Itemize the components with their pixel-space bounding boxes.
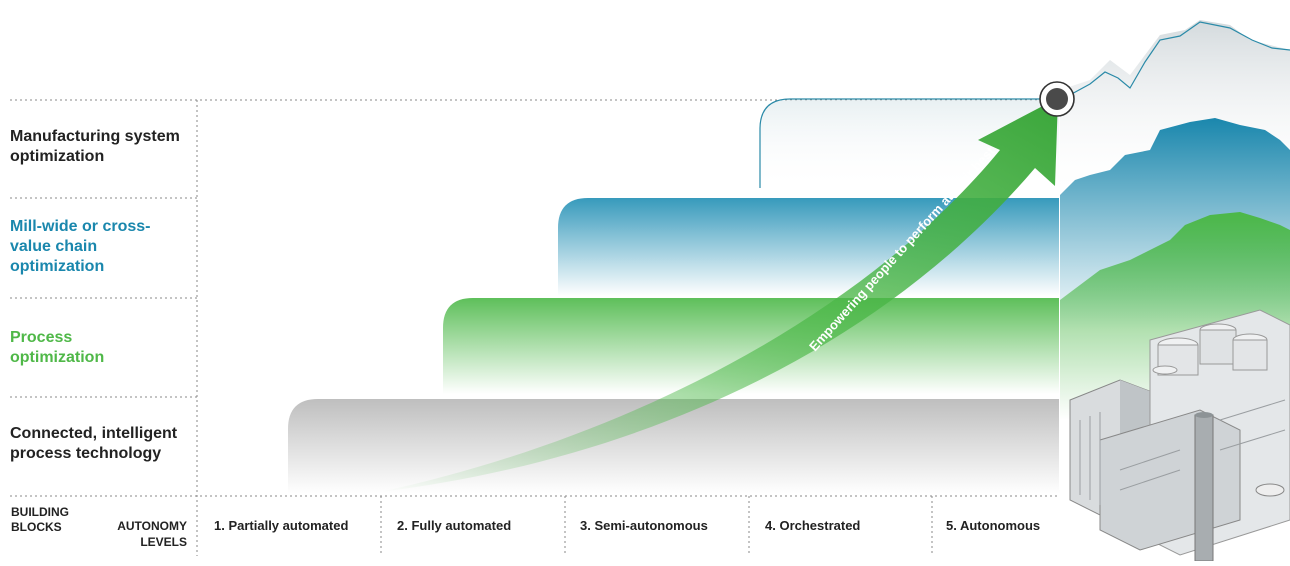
band-manufacturing-outline bbox=[759, 98, 1060, 188]
band-manufacturing-system bbox=[760, 100, 1060, 190]
autonomy-level-4: 4. Orchestrated bbox=[765, 518, 861, 533]
autonomy-level-1: 1. Partially automated bbox=[214, 518, 349, 533]
level-label-mill-wide: Mill-wide or cross-value chain optimizat… bbox=[10, 218, 151, 275]
autonomy-level-5: 5. Autonomous bbox=[946, 518, 1041, 533]
target-marker-icon bbox=[1039, 81, 1075, 117]
skyline-outline bbox=[1067, 21, 1290, 97]
empowering-arrow bbox=[380, 98, 1058, 492]
autonomy-level-2: 2. Fully automated bbox=[397, 518, 512, 533]
building-blocks-label: BUILDING BLOCKS bbox=[11, 505, 69, 534]
level-label-process: Process optimization bbox=[10, 329, 105, 366]
autonomy-level-3: 3. Semi-autonomous bbox=[580, 518, 708, 533]
level-label-connected-technology: Connected, intelligent process technolog… bbox=[10, 425, 178, 462]
level-label-manufacturing-system: Manufacturing system optimization bbox=[10, 128, 180, 165]
autonomy-levels-label: AUTONOMY LEVELS bbox=[117, 519, 187, 549]
mill-illustration bbox=[1069, 309, 1290, 562]
band-process bbox=[443, 298, 1060, 394]
